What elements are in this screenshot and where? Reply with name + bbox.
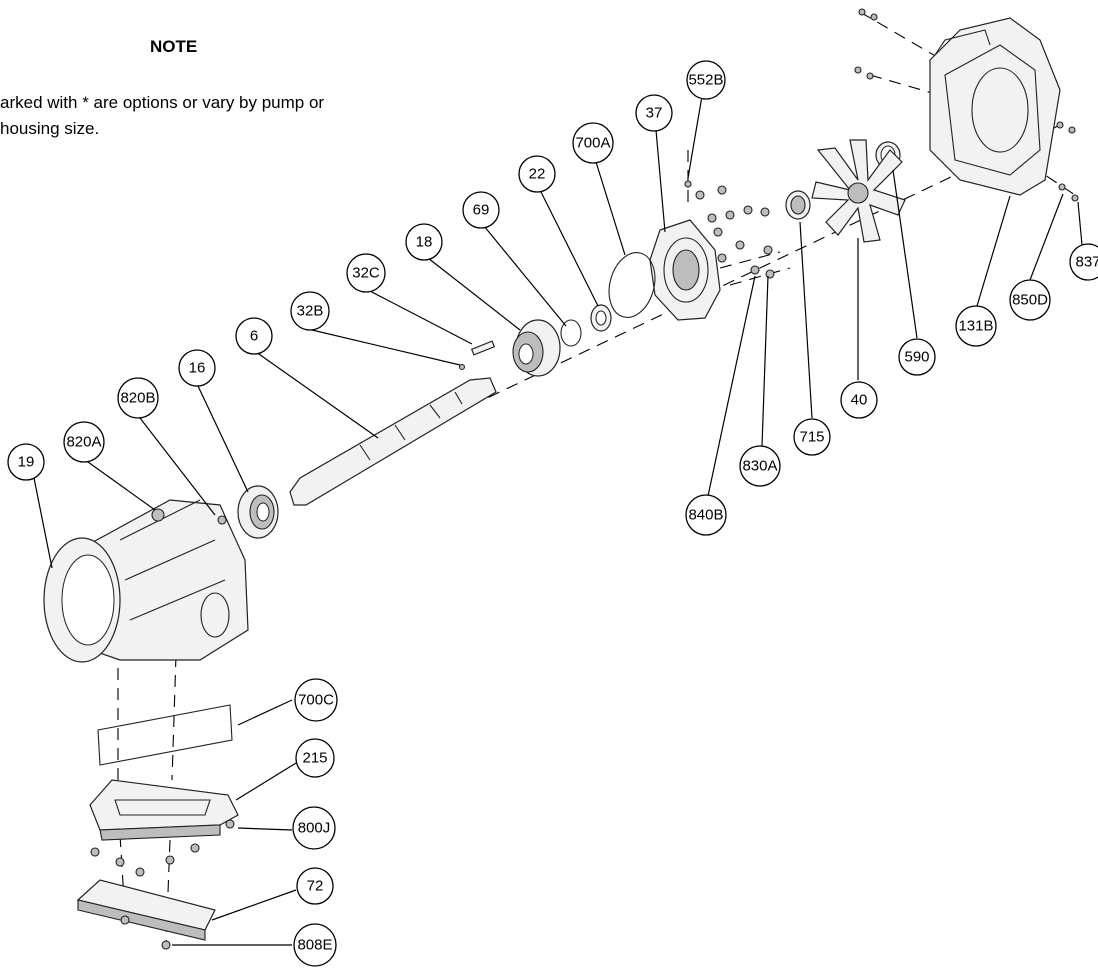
callout-69: 69 [462,191,500,229]
bearing-16 [237,485,279,539]
key-32c [470,340,496,356]
callout-label: 215 [302,750,327,767]
callout-label: 32B [297,303,324,320]
callout-label: 69 [473,202,490,219]
cover-plate-215 [89,779,239,841]
callout-215: 215 [295,738,335,778]
bearing-18 [512,319,561,377]
callout-label: 700C [298,692,334,709]
callout-590: 590 [898,338,936,376]
callout-label: 830A [742,458,777,475]
callout-19: 19 [7,443,45,481]
callout-leaders [33,95,1083,946]
note-line-2: housing size. [0,119,99,138]
callout-label: 72 [307,878,324,895]
callout-label: 800J [298,820,331,837]
callout-label: 37 [646,105,663,122]
callout-32b: 32B [290,291,330,331]
shaft-6 [289,377,497,506]
callout-131b: 131B [955,305,997,347]
lock-washer-69 [560,319,582,347]
callout-label: 6 [250,328,258,345]
callout-label: 16 [189,360,206,377]
callout-32c: 32C [346,253,386,293]
o-ring-700a [608,252,656,318]
callout-715: 715 [793,418,831,456]
gasket-700c [97,704,233,766]
callout-label: 820B [120,390,155,407]
fan-40 [811,139,906,243]
key-32b [458,363,466,371]
bearing-cover-37 [649,219,721,321]
callout-22: 22 [518,155,556,193]
note-line-1: arked with * are options or vary by pump… [0,93,324,112]
callout-label: 19 [18,454,35,471]
callout-700a: 700A [572,122,614,164]
callout-label: 715 [799,429,824,446]
callout-808e: 808E [293,923,337,967]
cover-bolts [684,180,775,279]
callout-label: 40 [851,392,868,409]
callout-820a: 820A [63,421,105,463]
pump-housing-19 [43,499,249,663]
callout-40: 40 [840,381,878,419]
callout-18: 18 [405,223,443,261]
callout-820b: 820B [117,377,159,419]
callout-label: 590 [904,349,929,366]
plate-bolts-800j [90,819,235,877]
callout-label: 32C [352,265,380,282]
callout-label: 837 [1075,254,1098,271]
callout-840b: 840B [685,494,727,536]
callout-6: 6 [235,317,273,355]
note-title: NOTE [150,37,197,56]
callout-label: 22 [529,166,546,183]
callout-16: 16 [178,349,216,387]
callout-label: 808E [297,937,332,954]
callout-label: 18 [416,234,433,251]
seal-715 [785,190,811,220]
callout-label: 820A [66,434,101,451]
callout-830a: 830A [739,445,781,487]
callout-700c: 700C [294,678,338,722]
callout-label: 850D [1012,292,1048,309]
callout-37: 37 [635,94,673,132]
callout-552b: 552B [686,60,726,100]
callout-72: 72 [296,867,334,905]
callout-label: 552B [688,72,723,89]
base-bolts-808e [120,915,171,950]
callout-label: 700A [575,135,610,152]
callout-800j: 800J [292,806,336,850]
callout-label: 131B [958,318,993,335]
callout-label: 840B [688,507,723,524]
callout-837: 837 [1069,243,1098,281]
fan-shroud-131b [929,17,1061,196]
base-plate-72 [76,879,216,941]
shroud-fasteners [854,8,1079,202]
callout-850d: 850D [1009,279,1051,321]
